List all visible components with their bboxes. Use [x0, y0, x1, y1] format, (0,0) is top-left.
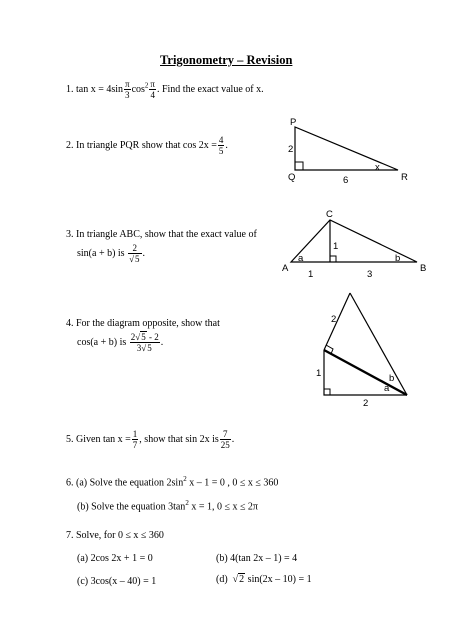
question-7c: (c) 3cos(x – 40) = 1: [77, 576, 157, 587]
label-angle-b: b: [395, 253, 400, 264]
question-7-intro: 7. Solve, for 0 ≤ x ≤ 360: [66, 530, 164, 541]
label-side-qr: 6: [343, 175, 348, 186]
question-3: 3. In triangle ABC, show that the exact …: [66, 229, 257, 240]
question-1-number: 1.: [66, 83, 74, 95]
label-side-pq: 2: [288, 144, 293, 155]
question-2-number: 2.: [66, 139, 74, 151]
question-6a: 6. (a) Solve the equation 2sin2 x – 1 = …: [66, 475, 279, 489]
label-angle-a: a: [298, 253, 304, 264]
label-a-vertex: A: [282, 263, 289, 274]
question-4-line1: For the diagram opposite, show that: [76, 318, 220, 329]
question-5-number: 5.: [66, 433, 74, 445]
label-r: R: [401, 172, 408, 183]
label-angle-b-q4: b: [389, 373, 394, 384]
question-4-number: 4.: [66, 318, 74, 329]
label-angle-x: x: [375, 162, 380, 173]
label-right-base: 3: [367, 269, 372, 280]
label-angle-a-q4: a: [384, 383, 390, 394]
question-1-pre: tan x = 4sin: [76, 83, 124, 95]
question-3-line2: sin(a + b) is 2√5.: [77, 243, 146, 264]
triangle-pqr-diagram: [294, 126, 399, 171]
label-left-base: 1: [308, 269, 313, 280]
label-p: P: [290, 117, 296, 128]
question-7b: (b) 4(tan 2x – 1) = 4: [216, 553, 298, 564]
q4-diagram: [323, 292, 408, 397]
question-3-line1: In triangle ABC, show that the exact val…: [76, 229, 257, 240]
label-b-vertex: B: [420, 263, 426, 274]
fraction-2-over-root5: 2√5: [128, 243, 142, 264]
label-left-side: 1: [316, 368, 321, 379]
question-4: 4. For the diagram opposite, show that: [66, 318, 220, 329]
label-c-vertex: C: [326, 209, 333, 220]
label-bottom-side: 2: [363, 398, 368, 409]
page-title: Trigonometry – Revision: [160, 53, 293, 67]
question-7a: (a) 2cos 2x + 1 = 0: [77, 553, 153, 564]
triangle-abc-diagram: [289, 219, 418, 263]
question-7d: (d) √2 sin(2x – 10) = 1: [216, 573, 312, 585]
label-top-side: 2: [331, 314, 336, 325]
question-3-number: 3.: [66, 229, 74, 240]
question-6b: (b) Solve the equation 3tan2 x = 1, 0 ≤ …: [77, 499, 258, 513]
label-height: 1: [333, 241, 338, 252]
question-1-post: . Find the exact value of x.: [156, 83, 264, 95]
label-q: Q: [288, 172, 295, 183]
question-2-pre: In triangle PQR show that cos 2x =: [76, 139, 217, 151]
